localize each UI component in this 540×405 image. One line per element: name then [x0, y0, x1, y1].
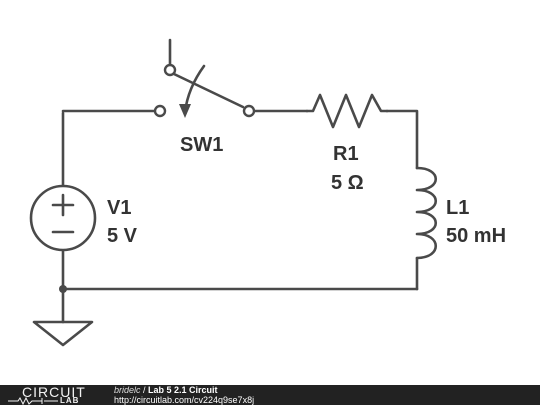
circuit-title[interactable]: Lab 5 2.1 Circuit — [148, 385, 218, 395]
switch-label: SW1 — [180, 134, 223, 156]
resistor-r1[interactable] — [305, 93, 389, 129]
title-separator: / — [140, 385, 149, 395]
logo-text-lab: LAB — [60, 396, 80, 405]
wire-resistor-to-right — [385, 109, 419, 170]
circuit-url[interactable]: http://circuitlab.com/cv224q9se7x8j — [114, 395, 255, 405]
switch-blade — [172, 72, 245, 109]
logo-text-circuit: CIRCUIT — [22, 384, 86, 400]
resistor-value-label: 5 Ω — [331, 172, 364, 194]
source-plus-icon — [51, 193, 75, 217]
switch-pivot-terminal — [163, 63, 177, 77]
switch-right-terminal — [242, 104, 256, 118]
junction-dot — [59, 285, 67, 293]
resistor-name-label: R1 — [333, 143, 359, 165]
circuitlab-logo: CIRCUIT LAB — [6, 385, 94, 405]
footer-bar: CIRCUIT LAB bridelc / Lab 5 2.1 Circuit … — [0, 385, 540, 405]
source-body — [29, 184, 97, 252]
footer-info: bridelc / Lab 5 2.1 Circuit http://circu… — [114, 386, 254, 405]
ground-icon — [32, 320, 94, 347]
inductor-name-label: L1 — [446, 197, 469, 219]
footer-title-line: bridelc / Lab 5 2.1 Circuit — [114, 386, 254, 395]
author-link[interactable]: bridelc — [114, 385, 141, 395]
switch-sw1[interactable] — [153, 38, 256, 118]
source-value-label: 5 V — [107, 225, 138, 247]
inductor-l1[interactable] — [415, 166, 437, 260]
voltage-source-v1[interactable] — [29, 184, 97, 252]
inductor-value-label: 50 mH — [446, 225, 506, 247]
source-name-label: V1 — [107, 197, 131, 219]
logo-wave-icon — [8, 397, 58, 405]
switch-arrow-head — [179, 104, 191, 118]
switch-left-terminal — [153, 104, 167, 118]
circuit-schematic: SW1 R1 5 Ω L1 50 mH V1 5 V — [29, 38, 506, 347]
